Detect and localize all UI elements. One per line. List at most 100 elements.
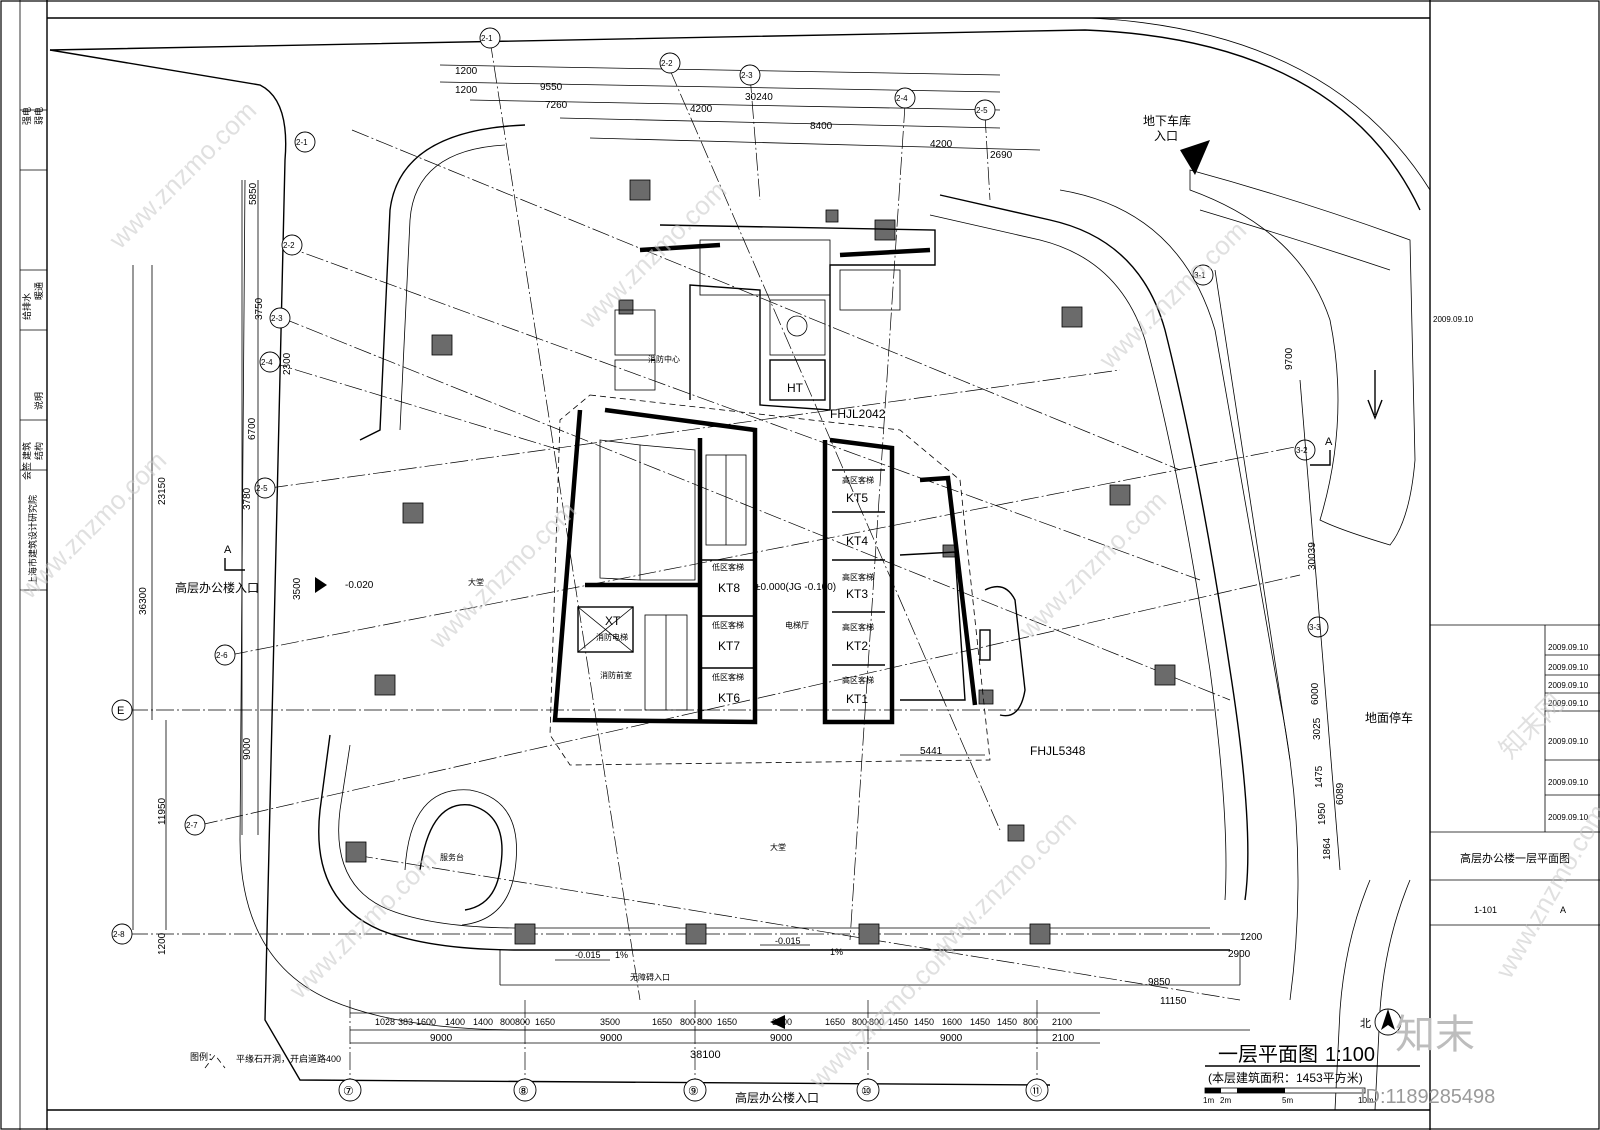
axis-left: 2-2 xyxy=(283,241,295,250)
dim-bottom-r2: 800 xyxy=(1023,1017,1038,1027)
section-a-right: A xyxy=(1325,436,1333,448)
axis-top: 2-3 xyxy=(741,71,753,80)
level-m020: -0.020 xyxy=(345,580,374,591)
axis-left: 2-5 xyxy=(256,484,268,493)
dim-left-row: 3500 xyxy=(292,577,303,600)
column xyxy=(629,179,651,201)
top-axis-bubbles: 2-1 2-2 2-3 2-4 2-5 xyxy=(479,27,996,121)
dim-left-row: 3780 xyxy=(242,487,253,510)
slope-b: 1% xyxy=(830,947,843,957)
watermark-logo: 知末 xyxy=(1395,1013,1475,1057)
barrier-free-label: 无障碍入口 xyxy=(630,972,670,982)
dim-bottom-r2: 1650 xyxy=(717,1017,737,1027)
service-desk-label: 服务台 xyxy=(440,852,464,862)
elevator-kt8: KT8 xyxy=(718,581,740,595)
title-date-top: 2009.09.10 xyxy=(1433,315,1474,324)
legend-word: 图例： xyxy=(190,1051,217,1062)
column xyxy=(825,209,839,223)
strip-item: 强电 xyxy=(21,107,32,125)
dim-bottom-r1: 9000 xyxy=(940,1033,963,1044)
column xyxy=(1007,824,1025,842)
garage-entry-label-1: 地下车库 xyxy=(1143,113,1191,128)
dim-left-total: 36300 xyxy=(138,587,149,615)
axis-left-e: E xyxy=(117,705,124,717)
dim-bottom-r1: 9000 xyxy=(430,1033,453,1044)
bottom-axis-bubbles: ⑦ ⑧ ⑨ ⑩ ⑪ xyxy=(338,1078,1049,1102)
garage-ramp xyxy=(1189,169,1416,546)
dim-top-9550: 9550 xyxy=(540,82,563,93)
dimension-5441: 5441 xyxy=(920,746,943,757)
title-date: 2009.09.10 xyxy=(1548,813,1589,822)
fhjl-2042: FHJL2042 xyxy=(830,407,886,421)
dim-bottom-r2: 1600 xyxy=(942,1017,962,1027)
dim-top-r2: 1200 xyxy=(455,85,478,96)
dim-right-bottom: 11150 xyxy=(1160,996,1187,1007)
level-m015-b: -0.015 xyxy=(775,936,801,946)
column xyxy=(874,219,896,241)
dim-left-row: 6700 xyxy=(247,417,258,440)
right-dimensions: 9700 30039 6000 3025 1475 1950 1864 6089… xyxy=(1148,269,1346,1007)
title-block: 2009.09.10 2009.09.10 2009.09.10 2009.09… xyxy=(1430,315,1600,926)
legend-note: 平缘石开洞，开启道路400 xyxy=(236,1053,341,1064)
elevator-small-label: 低区客梯 xyxy=(712,620,744,630)
axis-left: 2-1 xyxy=(296,138,308,147)
dim-bottom-r2: 1650 xyxy=(652,1017,672,1027)
service-block: HT 消防中心 xyxy=(614,224,936,411)
dim-top-r2: 7260 xyxy=(545,100,568,111)
site-boundary xyxy=(49,17,1431,1111)
ht-label: HT xyxy=(787,381,804,395)
axis-top: 2-5 xyxy=(976,106,988,115)
drain-icon xyxy=(786,315,808,337)
strip-item: 给排水 xyxy=(21,293,32,320)
elevator-kt5: KT5 xyxy=(846,491,868,505)
axis-right: 3-2 xyxy=(1296,446,1308,455)
dim-top-r2: 2690 xyxy=(990,150,1013,161)
dim-bottom-r2: 1450 xyxy=(888,1017,908,1027)
left-axis-bubbles: 2-1 2-2 2-3 2-4 2-5 2-6 2-7 2-8 E xyxy=(111,131,316,945)
title-date: 2009.09.10 xyxy=(1548,699,1589,708)
dim-left-row: 2300 xyxy=(282,352,293,375)
ground-parking-label: 地面停车 xyxy=(1365,710,1413,725)
garage-entry-label-2: 入口 xyxy=(1154,129,1178,143)
dim-top-r2: 4200 xyxy=(690,104,713,115)
dim-bottom-r2: 1450 xyxy=(970,1017,990,1027)
office-entry-left: 高层办公楼入口 xyxy=(175,580,259,595)
dim-top-1200: 1200 xyxy=(455,66,478,77)
level-m015-a: -0.015 xyxy=(575,950,601,960)
elevator-small-label: 低区客梯 xyxy=(712,562,744,572)
axis-left: 2-7 xyxy=(186,821,198,830)
elevator-kt2: KT2 xyxy=(846,639,868,653)
ht-elevator-shaft xyxy=(769,359,826,401)
dim-left-total: 23150 xyxy=(157,477,168,505)
dim-bottom-r2: 800 xyxy=(869,1017,884,1027)
dim-bottom-r2: 800 xyxy=(500,1017,515,1027)
level-main: ±0.000(JG -0.100) xyxy=(755,582,836,593)
xt-label: XT xyxy=(605,614,621,628)
column xyxy=(345,841,367,863)
elevator-kt4: KT4 xyxy=(846,534,868,548)
sheet-name: 高层办公楼一层平面图 xyxy=(1460,851,1570,865)
column xyxy=(514,923,536,945)
column xyxy=(685,923,707,945)
entry-arrow-icon xyxy=(770,1015,785,1029)
sheet-number: 1-101 xyxy=(1474,905,1497,915)
dim-bottom-r2: 800 xyxy=(852,1017,867,1027)
axis-left: 2-4 xyxy=(261,358,273,367)
dim-bottom-r2: 1600 xyxy=(416,1017,436,1027)
axis-bottom-9: ⑨ xyxy=(688,1084,699,1098)
left-strip: 强电 弱电 给排水 暖通 建筑 结构 说明 会签 上海市建筑设计研究院 xyxy=(20,107,47,591)
axis-left: 2-6 xyxy=(216,651,228,660)
dim-bottom-r2: 1400 xyxy=(473,1017,493,1027)
service-desk: 服务台 xyxy=(404,789,517,926)
fire-elevator-label: 消防电梯 xyxy=(596,632,628,642)
dim-left-row: 1200 xyxy=(157,932,168,955)
strip-org: 上海市建筑设计研究院 xyxy=(27,495,38,585)
lobby-bottom-label: 大堂 xyxy=(770,842,786,852)
elevator-kt1: KT1 xyxy=(846,692,868,706)
dim-right: 6089 xyxy=(1335,782,1346,805)
column xyxy=(618,299,634,315)
bottom-dimensions: 1028 383 1600 1400 1400 800 800 1650 350… xyxy=(350,1012,1100,1061)
scale-tick: 2m xyxy=(1220,1096,1231,1105)
entry-arrow-icon xyxy=(315,577,327,593)
axis-top: 2-2 xyxy=(661,59,673,68)
